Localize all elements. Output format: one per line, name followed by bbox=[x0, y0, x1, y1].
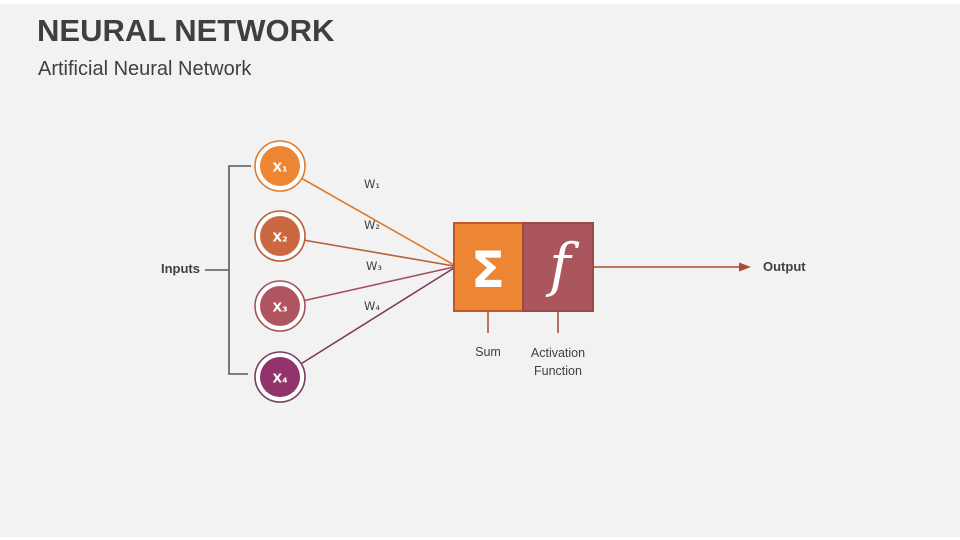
node-circle bbox=[260, 357, 300, 397]
input-node-x2: X₂ bbox=[254, 210, 306, 262]
activation-box bbox=[522, 222, 594, 312]
weight-label-w3: W₃ bbox=[366, 259, 382, 273]
output-arrowhead bbox=[739, 262, 751, 272]
sigma-symbol: Σ bbox=[471, 241, 505, 299]
inputs-label: Inputs bbox=[161, 261, 200, 276]
node-label: X₃ bbox=[272, 300, 287, 315]
node-label: X₄ bbox=[272, 371, 287, 386]
activation-label-line2: Function bbox=[534, 363, 582, 378]
output-label: Output bbox=[763, 259, 806, 274]
input-node-x4: X₄ bbox=[254, 351, 306, 403]
weight-label-w4: W₄ bbox=[364, 299, 380, 313]
inputs-bracket bbox=[228, 165, 251, 375]
input-node-x3: X₃ bbox=[254, 280, 306, 332]
node-circle bbox=[260, 146, 300, 186]
weight-label-w2: W₂ bbox=[364, 218, 380, 232]
weight-line-w2 bbox=[279, 235, 455, 267]
activation-label-line1: Activation bbox=[530, 346, 586, 360]
page-title: NEURAL NETWORK bbox=[37, 13, 335, 48]
node-circle bbox=[260, 286, 300, 326]
input-node-x1: X₁ bbox=[254, 140, 306, 192]
weight-line-w4 bbox=[279, 267, 455, 378]
page-subtitle: Artificial Neural Network bbox=[38, 58, 252, 80]
node-circle bbox=[260, 216, 300, 256]
node-label: X₂ bbox=[272, 230, 287, 245]
weight-label-w1: W₁ bbox=[364, 177, 380, 191]
sum-label: Sum bbox=[475, 345, 501, 359]
activation-function-label: Activation Function bbox=[503, 345, 613, 380]
node-label: X₁ bbox=[272, 160, 287, 175]
weight-line-w1 bbox=[279, 165, 455, 266]
weight-line-w3 bbox=[279, 266, 455, 307]
